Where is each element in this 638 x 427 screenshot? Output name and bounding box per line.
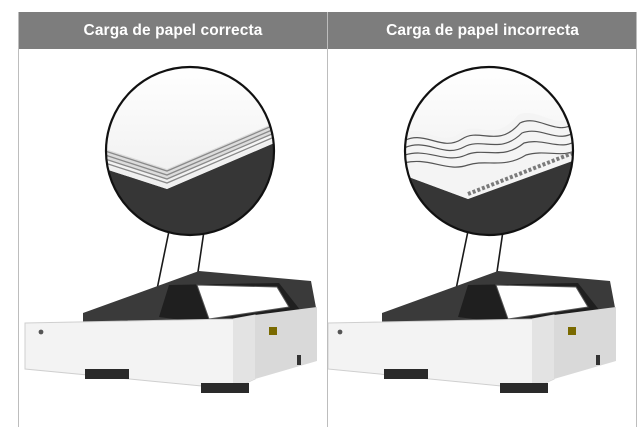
- header-incorrect: Carga de papel incorrecta: [328, 12, 637, 49]
- magnifier-circle-icon: [403, 65, 575, 237]
- column-correct: Carga de papel correcta: [18, 12, 328, 427]
- paper-tray-icon: [24, 271, 317, 393]
- correct-loading-illustration: [24, 65, 317, 393]
- paper-tray-icon: [328, 271, 616, 393]
- paper-loading-comparison: Carga de papel correcta: [18, 12, 638, 427]
- magnifier-circle-icon: [104, 65, 276, 237]
- incorrect-loading-illustration: [328, 65, 616, 393]
- header-correct: Carga de papel correcta: [19, 12, 328, 49]
- column-incorrect: Carga de papel incorrecta: [327, 12, 637, 427]
